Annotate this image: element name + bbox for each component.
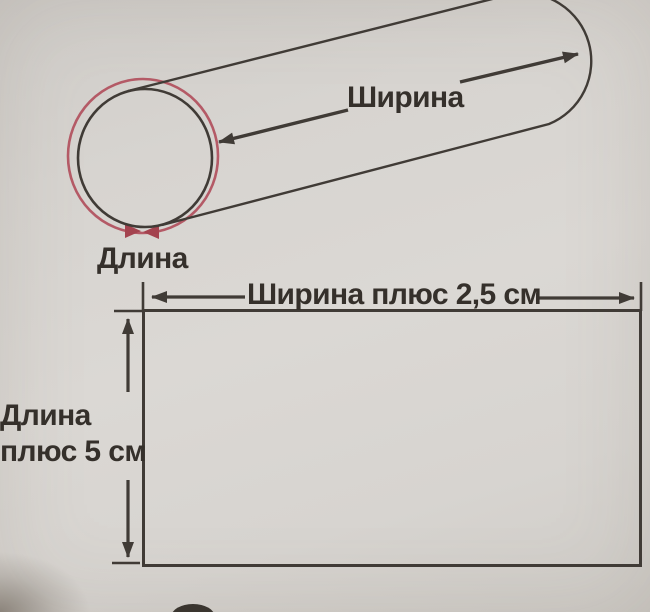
rect-height-label-line1: Длина (0, 399, 91, 432)
cylinder-length-label: Длина (97, 242, 188, 275)
width-arrow-upper-segment (459, 51, 579, 84)
partial-photo-shape (172, 604, 214, 612)
rect-width-dimension-label: Ширина плюс 2,5 см (247, 278, 542, 311)
cylinder-body-outline (127, 0, 593, 227)
circumference-arrowhead-right (143, 225, 159, 239)
fabric-rectangle (142, 309, 642, 567)
cylinder-width-label: Ширина (347, 81, 464, 114)
rect-height-label-line2: плюс 5 см (0, 435, 147, 468)
circumference-arrowhead-left (125, 224, 141, 238)
width-arrow-lower-segment (218, 108, 349, 145)
page-corner-shadow (0, 552, 90, 612)
rect-height-dimension-label: Длина плюс 5 см (0, 398, 147, 470)
circumference-highlight-circle (66, 77, 220, 235)
cylinder-end-circle (76, 87, 214, 229)
